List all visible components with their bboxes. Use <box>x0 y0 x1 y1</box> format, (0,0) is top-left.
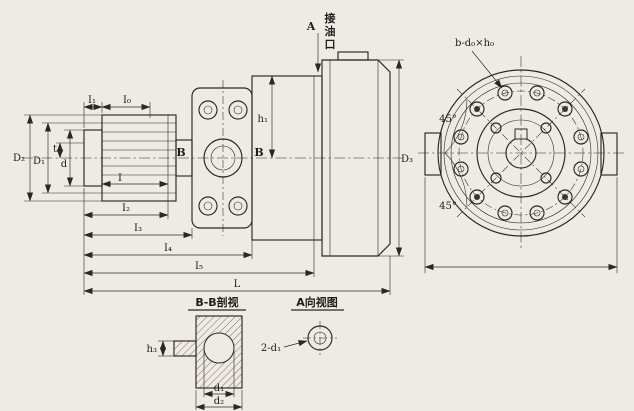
dim-label-d1: d₁ <box>214 383 224 394</box>
oil-port-callout: A 接油口 <box>306 11 336 73</box>
end-view-width-dim <box>424 177 618 273</box>
mounting-lug-right <box>600 132 618 176</box>
rear-housing <box>321 51 391 257</box>
dim-l1-l0: I₁ I₀ <box>83 95 151 128</box>
flange-bolt-hole <box>228 196 248 216</box>
section-mark-b-left: B <box>176 146 185 159</box>
dim-label-l1: I₁ <box>88 95 96 106</box>
mounting-lug-left <box>424 132 442 176</box>
dim-t: t <box>53 142 84 159</box>
spline-shaft <box>83 114 193 202</box>
oil-port-boss <box>337 51 369 61</box>
side-view: B B A 接油口 h₁ D₃ <box>13 11 413 295</box>
dim-label-l3: I₃ <box>134 223 142 234</box>
flange-bolt-hole <box>228 100 248 120</box>
dim-label-d2: d₂ <box>214 396 224 407</box>
dim-label-l2: I₂ <box>122 203 130 214</box>
dim-D3: D₃ <box>378 59 413 257</box>
detail-views: B-B剖视 h₃ d₁ d₂ A向视图 <box>147 295 344 411</box>
dim-label-t: t <box>53 144 57 155</box>
dim-label-l: I <box>118 173 122 184</box>
dim-label-l4: I₄ <box>164 243 172 254</box>
angle-label-upper: 45° <box>439 114 457 125</box>
spline-teeth-lines <box>102 115 176 201</box>
view-arrow-a-label: A <box>306 20 316 33</box>
dim-D1: D₁ <box>33 122 102 194</box>
holes-note: 2-d₁ <box>261 343 281 354</box>
angle-label-lower: 45° <box>439 201 457 212</box>
bolt-spec-leader <box>471 50 503 89</box>
holes-note-leader <box>283 340 308 348</box>
bolt-holes <box>453 85 589 221</box>
angle-arc <box>444 98 468 208</box>
flange-bolt-hole <box>198 100 218 120</box>
dim-label-d: d <box>61 159 68 170</box>
dim-label-l5: I₅ <box>195 261 203 272</box>
bottom-dimensions: I₂ I₃ I₄ I₅ L <box>83 188 391 295</box>
dim-label-D2: D₂ <box>13 153 25 164</box>
dim-l: I <box>101 173 169 188</box>
view-a-drawing: 2-d₁ <box>261 321 337 355</box>
dim-h1: h₁ <box>258 75 276 159</box>
dim-label-l0: I₀ <box>123 95 131 106</box>
view-a-title: A向视图 <box>296 295 338 309</box>
section-bb-view: h₃ d₁ d₂ <box>147 315 243 411</box>
section-bb-title: B-B剖视 <box>195 295 238 309</box>
dim-d: d <box>61 129 84 187</box>
dim-label-h1: h₁ <box>258 114 268 125</box>
inner-screw-holes <box>490 122 552 184</box>
oil-port-label: 接油口 <box>325 11 336 51</box>
section-bore <box>203 332 235 364</box>
dim-D2: D₂ <box>13 114 102 202</box>
bolt-spec-note: b-d₀×h₀ <box>455 38 494 49</box>
end-view: b-d₀×h₀ 45° 45° <box>418 38 624 273</box>
section-key <box>173 340 197 357</box>
dim-label-h3: h₃ <box>147 344 157 355</box>
dim-label-D1: D₁ <box>33 156 45 167</box>
dim-label-L: L <box>234 279 241 290</box>
flange-bolt-hole <box>198 196 218 216</box>
section-mark-b-right: B <box>254 146 263 159</box>
dim-label-D3: D₃ <box>401 154 413 165</box>
